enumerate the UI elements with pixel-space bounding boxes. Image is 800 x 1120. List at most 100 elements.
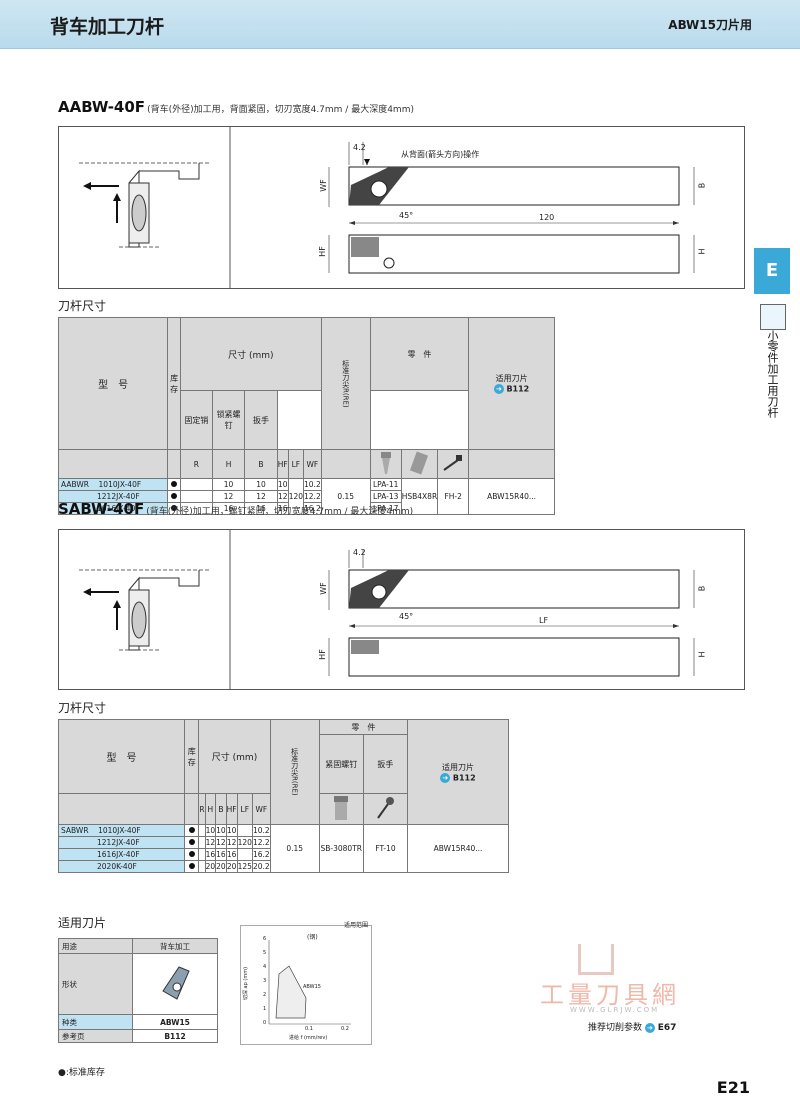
section-tab-e[interactable]: E [754,248,790,294]
clamp-screw-icon [334,796,349,820]
section2-h-label: H [697,651,707,658]
y-tick: 6 [263,936,267,942]
section2-dim-42: 4.2 [353,548,366,557]
range-chart [268,940,351,1025]
row-model: 1616JX-40F [57,502,169,515]
cell-h: 12 [211,490,246,503]
cell-re: 0.15 [269,824,320,873]
col-insert-label: 适用刀片 [442,762,474,772]
section1-angle-label: 45° [399,211,414,220]
col-parts: 零 件 [318,719,409,735]
page-number: E21 [716,1078,750,1097]
col-model: 型 号 [57,317,169,450]
stock-dot [171,505,178,511]
dim-head-lf: LF [236,793,253,825]
use-label: 用途 [58,938,133,954]
arrow-right-icon: ➔ [440,772,451,783]
cell-hf: 16 [225,848,238,861]
cell-b: 20 [215,860,227,873]
kind-value: ABW15 [132,1014,218,1030]
dim-head-b: B [244,449,278,479]
insert-shape-icon [162,966,190,1000]
row-model: 1212JX-40F [57,836,186,849]
col-dims: 尺寸 (mm) [179,317,322,391]
dim-head-hf: HF [276,449,289,479]
stock-dot [188,851,195,857]
cell-hf: 16 [276,502,289,515]
col-insert-label: 适用刀片 [495,374,528,383]
section1-desc: (背车(外径)加工用，背面紧固，切刃宽度4.7mm / 最大深度4mm) [147,105,414,115]
chart-series-label: ABW15 [303,984,321,990]
watermark-logo [578,944,614,975]
cell-screw: HSB4X8R [400,478,439,515]
cutting-page-link[interactable]: E67 [657,1023,677,1033]
cell-b: 16 [244,502,278,515]
col-parts: 零 件 [369,317,470,391]
section1-drawing-box: 4.2 从背面(箭头方向)操作 WF B 120 45° HF H [58,126,745,289]
cell-h: 20 [204,860,217,873]
col-dims: 尺寸 (mm) [198,719,271,794]
stock-dot [171,481,178,487]
fixing-pin-icon [380,452,391,474]
y-tick: 0 [263,1020,267,1026]
cell-h: 16 [211,502,246,515]
wrench-icon [443,455,463,471]
cell-h: 12 [204,836,217,849]
cell-pin: LPA-13 [369,490,402,503]
chart-xlabel: 进给 f (mm/rev) [289,1035,328,1041]
cell-b: 10 [215,824,227,837]
series-label: AABWR [61,480,89,489]
cell-screw: SB-3080TR [318,824,364,873]
col-stock: 库存 [167,317,181,450]
side-tab-label: 小零件加工用刀杆 [766,330,779,418]
section1-table-title: 刀杆尺寸 [58,299,107,313]
col-re: 标准刀尖R(RE) [269,719,320,825]
range-chart-box: 适用范围 (钢) 6 5 4 3 2 1 0 0.1 0.2 进给 f (mm/… [240,922,372,1045]
cell-hf: 20 [225,860,238,873]
x-tick: 0.2 [341,1026,349,1032]
watermark-url: WWW.GLRJW.COM [570,1006,660,1014]
row-model: 2020K-40F [57,860,186,873]
ref-value[interactable]: B112 [132,1029,218,1043]
cell-b: 12 [215,836,227,849]
insert-ref[interactable]: B112 [452,773,476,782]
shape-label: 形状 [58,953,133,1015]
section1-lf-label: 120 [539,213,555,222]
use-value: 背车加工 [132,938,218,954]
cell-hf: 12 [225,836,238,849]
cell-hf: 10 [225,824,238,837]
col-screw: 紧固螺钉 [318,734,364,794]
cell-wf: 16.2 [251,848,271,861]
wrench-icon [377,797,395,819]
section2-schematic [79,530,231,689]
cell-lf [236,848,253,861]
y-tick: 5 [263,950,267,956]
stock-dot [171,493,178,499]
section2-model: SABW-40F [58,500,145,518]
cell-wrench: FT-10 [362,824,409,873]
dim-head-wf: WF [303,449,322,479]
col-stock: 库存 [184,719,200,794]
cell-lf: 120 [287,478,305,515]
section2-table-title: 刀杆尺寸 [58,701,107,715]
y-tick: 4 [263,964,267,970]
y-tick: 1 [263,1006,267,1012]
arrow-right-icon: ➔ [493,384,504,394]
dim-head-b: B [215,793,227,825]
chart-title: 适用范围 [344,922,369,929]
section1-dim-42: 4.2 [353,143,366,152]
section1-b-label: B [697,182,707,189]
cell-hf: 10 [276,478,289,491]
insert-ref[interactable]: B112 [506,384,530,394]
kind-label: 种类 [58,1014,133,1030]
section1-dimension-drawing [328,142,695,274]
cell-wf: 10.2 [251,824,271,837]
dim-head-lf: LF [287,449,305,479]
locking-screw-icon [410,451,429,475]
cell-insert: ABW15R40... [468,478,555,515]
cell-h: 16 [204,848,217,861]
stock-dot [188,839,195,845]
page-title: 背车加工刀杆 [50,16,165,38]
chart-unit: (钢) [307,934,318,941]
cutting-ref: 推荐切削参数 ➔ E67 [588,1020,676,1033]
